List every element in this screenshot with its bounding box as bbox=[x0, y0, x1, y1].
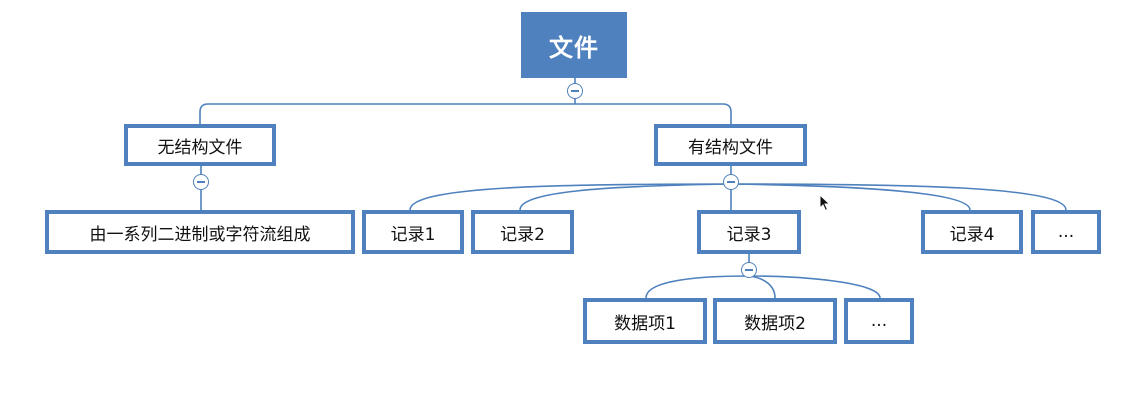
node-unstructured-file-label: 无结构文件 bbox=[157, 137, 243, 158]
root-node[interactable]: 文件 bbox=[521, 12, 627, 78]
node-data-item-more[interactable]: ... bbox=[844, 298, 914, 344]
node-unstructured-file[interactable]: 无结构文件 bbox=[124, 124, 276, 166]
node-record-3-label: 记录3 bbox=[726, 224, 772, 245]
node-structured-file[interactable]: 有结构文件 bbox=[654, 124, 807, 166]
root-label: 文件 bbox=[549, 33, 599, 62]
node-record-3[interactable]: 记录3 bbox=[697, 210, 801, 254]
node-data-item-1[interactable]: 数据项1 bbox=[583, 298, 707, 344]
node-record-more-label: ... bbox=[1057, 222, 1075, 242]
node-binary-stream[interactable]: 由一系列二进制或字符流组成 bbox=[45, 210, 355, 254]
collapse-toggle-root[interactable] bbox=[567, 83, 583, 99]
node-record-4-label: 记录4 bbox=[949, 224, 995, 245]
node-record-2-label: 记录2 bbox=[500, 224, 545, 245]
collapse-toggle-unstructured[interactable] bbox=[193, 174, 209, 190]
collapse-toggle-record-3[interactable] bbox=[741, 262, 757, 278]
node-binary-stream-label: 由一系列二进制或字符流组成 bbox=[89, 224, 311, 245]
node-data-item-1-label: 数据项1 bbox=[614, 313, 676, 334]
node-data-item-2[interactable]: 数据项2 bbox=[713, 298, 837, 344]
node-structured-file-label: 有结构文件 bbox=[688, 137, 773, 158]
node-record-4[interactable]: 记录4 bbox=[921, 210, 1023, 254]
node-data-item-more-label: ... bbox=[870, 311, 888, 331]
node-record-1-label: 记录1 bbox=[390, 224, 436, 245]
node-record-2[interactable]: 记录2 bbox=[471, 210, 574, 254]
node-record-more[interactable]: ... bbox=[1031, 210, 1101, 254]
node-data-item-2-label: 数据项2 bbox=[744, 313, 806, 334]
node-record-1[interactable]: 记录1 bbox=[362, 210, 464, 254]
mouse-pointer-icon bbox=[819, 194, 831, 212]
collapse-toggle-structured[interactable] bbox=[723, 174, 739, 190]
